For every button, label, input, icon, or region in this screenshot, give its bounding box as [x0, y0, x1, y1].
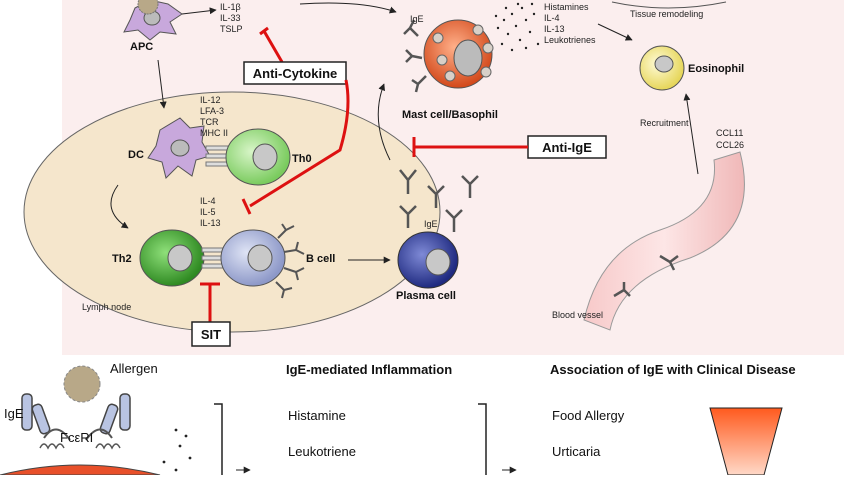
apc-cell: [123, 0, 183, 41]
blood-vessel-label: Blood vessel: [552, 310, 603, 320]
mast-cell-label: Mast cell/Basophil: [402, 109, 498, 121]
eosinophil-nucleus: [654, 55, 674, 73]
anti-cytokine-box: [243, 61, 347, 85]
th2-label: Th2: [112, 253, 132, 265]
lymph-node-label: Lymph node: [82, 302, 131, 312]
allergen-label: Allergen: [110, 361, 158, 376]
recruitment-arrow: [683, 93, 699, 175]
clinical-item-1: Food Allergy: [552, 408, 625, 423]
th2-nucleus: [167, 244, 193, 272]
dc-signal-3: TCR: [200, 117, 219, 127]
sit-box: [191, 321, 231, 347]
membrane-loops: [39, 443, 121, 450]
plasma-cell-label: Plasma cell: [396, 290, 456, 302]
dc-cell: [147, 117, 211, 179]
plasma-mast-arrow: [377, 83, 391, 161]
mediator-dots: [494, 2, 540, 52]
inflammation-title: IgE-mediated Inflammation: [286, 362, 452, 377]
mast-nucleus: [453, 39, 483, 77]
dc-signal-2: LFA-3: [200, 106, 224, 116]
ige-mast-label: IgE: [410, 14, 424, 24]
inflammation-item-2: Leukotriene: [288, 444, 356, 459]
mediator-3: IL-13: [544, 24, 565, 34]
mediator-4: Leukotrienes: [544, 35, 596, 45]
vessel-ige-antibodies: [613, 254, 679, 298]
ccl-2: CCL26: [716, 140, 744, 150]
th2-cytokine-3: IL-13: [200, 218, 221, 228]
mediator-1: Histamines: [544, 2, 589, 12]
clinical-title: Association of IgE with Clinical Disease: [550, 362, 796, 377]
ige-fceri-complex: [21, 393, 131, 441]
apc-dc-arrow: [157, 59, 167, 109]
eosinophil-label: Eosinophil: [688, 63, 744, 75]
mast-granules: [432, 24, 494, 82]
inflammation-item-1: Histamine: [288, 408, 346, 423]
top-cytokine-3: TSLP: [220, 24, 243, 34]
tissue-remodeling-label: Tissue remodeling: [630, 9, 703, 19]
th2-cytokine-1: IL-4: [200, 196, 216, 206]
dc-th0-synapse: [205, 145, 229, 167]
b-cell-label: B cell: [306, 253, 335, 265]
mediator-2: IL-4: [544, 13, 560, 23]
th0-label: Th0: [292, 153, 312, 165]
cell-membrane-lower: [0, 464, 161, 476]
bracket-right: [478, 403, 487, 475]
ige-plasma-label: IgE: [424, 219, 438, 229]
top-cytokine-1: IL-1β: [220, 2, 241, 12]
apc-arrow: [181, 7, 217, 15]
top-cytokine-2: IL-33: [220, 13, 241, 23]
mast-ige-receptors: [403, 19, 427, 93]
th2-cytokine-2: IL-5: [200, 207, 216, 217]
mediator-eos-arrow: [597, 23, 633, 41]
recruitment-label: Recruitment: [640, 118, 689, 128]
apc-label: APC: [130, 41, 153, 53]
b-cell-receptors: [275, 223, 305, 299]
inhibitor-line-th2: [249, 79, 350, 208]
plasma-nucleus: [425, 248, 451, 276]
tissue-outline: [611, 1, 727, 9]
anti-cytokine-label: Anti-Cytokine: [253, 66, 338, 81]
ige-lower-label: IgE: [4, 406, 24, 421]
th0-nucleus: [252, 143, 278, 171]
clinical-item-2: Urticaria: [552, 444, 601, 459]
dc-signal-1: IL-12: [200, 95, 221, 105]
allergen-lower: [63, 365, 101, 403]
dc-th2-arrow: [110, 184, 129, 229]
lymph-node: [23, 91, 441, 333]
anti-ige-label: Anti-IgE: [542, 140, 592, 155]
arrow-to-mast: [299, 2, 397, 14]
allergen-particle: [137, 0, 159, 15]
b-cell-nucleus: [247, 244, 273, 272]
inhibitor-line-top: [262, 30, 284, 63]
severity-gradient-trapezoid: [709, 407, 783, 476]
dc-label: DC: [128, 149, 144, 161]
inhibitor-bar-th2: [241, 198, 252, 215]
sit-label: SIT: [201, 327, 221, 342]
free-ige-antibodies: [399, 169, 479, 232]
fceri-label: FcεRI: [60, 430, 93, 445]
dc-signal-4: MHC II: [200, 128, 228, 138]
ccl-1: CCL11: [716, 128, 743, 138]
granule-dots-lower: [162, 428, 192, 472]
bracket-left: [214, 403, 223, 475]
